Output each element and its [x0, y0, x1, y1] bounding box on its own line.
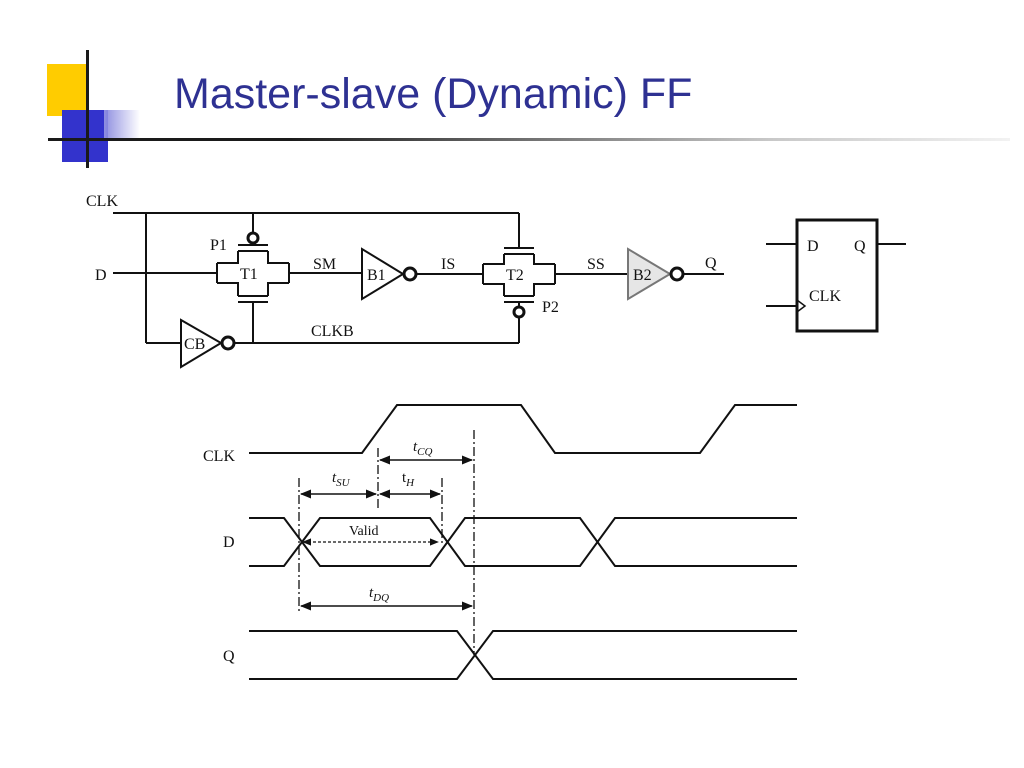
is-label: IS	[441, 256, 455, 273]
q-label: Q	[705, 255, 717, 272]
title-accent-blue-square	[62, 110, 108, 162]
slide-title: Master-slave (Dynamic) FF	[174, 70, 693, 118]
t1-label: T1	[240, 266, 258, 283]
tsu-label: tSU	[332, 470, 351, 489]
q-waveform	[249, 630, 797, 680]
timing-d-label: D	[223, 534, 235, 551]
p2-bubble	[512, 305, 526, 319]
ff-symbol-box	[795, 218, 879, 333]
title-underline	[48, 138, 1010, 141]
ss-label: SS	[587, 256, 605, 273]
ff-d-label: D	[807, 238, 819, 255]
b2-label: B2	[633, 267, 652, 284]
p1-label: P1	[210, 237, 227, 254]
b2-bubble	[669, 266, 685, 282]
tcq-label: tCQ	[413, 439, 433, 458]
cb-inverter	[180, 318, 223, 369]
th-label: tH	[402, 470, 415, 489]
clk-waveform	[249, 404, 797, 454]
b1-bubble	[402, 266, 418, 282]
clkb-label: CLKB	[311, 323, 354, 340]
b1-inverter	[361, 247, 405, 301]
timing-clk-label: CLK	[203, 448, 235, 465]
p2-label: P2	[542, 299, 559, 316]
timing-diagram: CLK D Q Valid tCQ tSU tH tDQ	[203, 404, 797, 680]
t1-transmission-gate	[216, 231, 290, 308]
tdq-label: tDQ	[369, 585, 389, 604]
title-accent-vertical-line	[86, 50, 89, 168]
timing-q-label: Q	[223, 648, 235, 665]
schematic: CLK D P1 T1 SM B1 IS T2 P2 SS B2 Q CB CL…	[86, 193, 724, 369]
cb-label: CB	[184, 336, 205, 353]
ff-symbol: D Q CLK	[766, 218, 906, 333]
title-accent-yellow-square	[47, 64, 87, 116]
d-waveform	[249, 517, 797, 567]
d-label: D	[95, 267, 107, 284]
timing-guides	[298, 430, 475, 655]
t2-transmission-gate	[482, 247, 556, 319]
t2-label: T2	[506, 267, 524, 284]
clk-label: CLK	[86, 193, 118, 210]
ff-clock-triangle	[796, 299, 807, 313]
b2-inverter	[627, 247, 672, 301]
p1-bubble	[246, 231, 260, 245]
cb-bubble	[220, 335, 236, 351]
title-accent-fade	[104, 110, 140, 140]
b1-label: B1	[367, 267, 386, 284]
sm-label: SM	[313, 256, 336, 273]
valid-label: Valid	[349, 524, 379, 539]
ff-clk-label: CLK	[809, 288, 841, 305]
ff-q-label: Q	[854, 238, 866, 255]
